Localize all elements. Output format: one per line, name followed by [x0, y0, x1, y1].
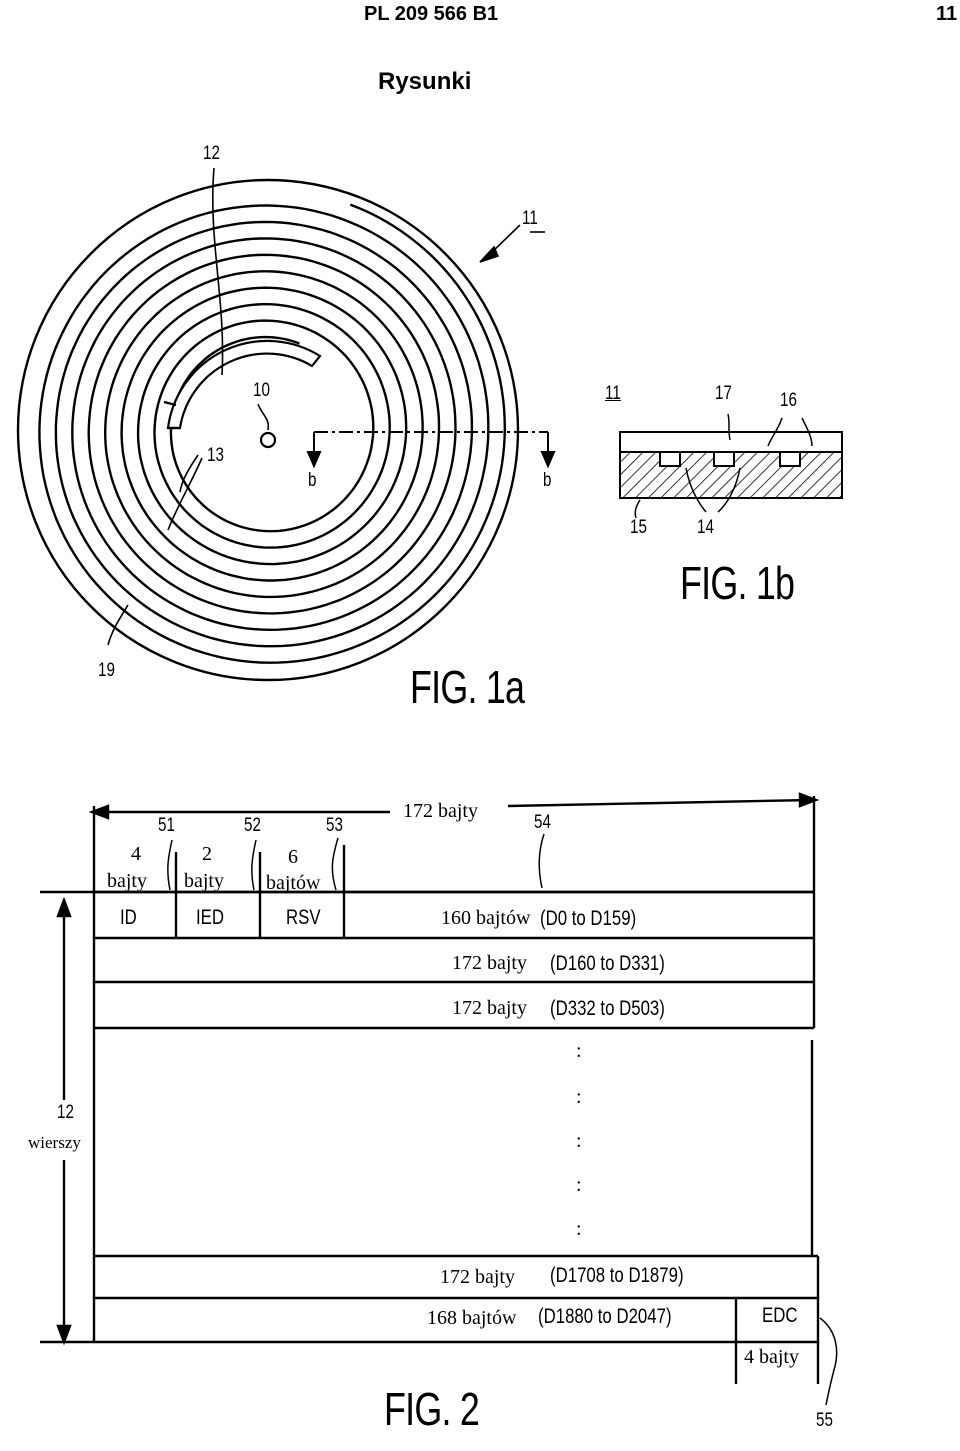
label-17-cover: 17	[715, 383, 732, 404]
row-1-text: 160 bajtów	[441, 907, 531, 929]
fig1-drawing	[16, 167, 843, 682]
row-11-range: (D1708 to D1879)	[550, 1264, 684, 1287]
field-rsv: RSV	[286, 906, 321, 929]
label-15-substrate: 15	[630, 517, 647, 538]
label-51: 51	[158, 815, 175, 836]
dimension-width-label: 172 bajty	[403, 800, 478, 822]
edc-size: 4 bajty	[744, 1346, 799, 1368]
fig1b-cross-section	[619, 413, 843, 519]
label-12-track: 12	[203, 143, 220, 164]
disc-outline	[16, 178, 520, 682]
ellipsis-5: :	[576, 1218, 582, 1240]
ellipsis-2: :	[576, 1086, 582, 1108]
page-number: 11	[936, 3, 958, 25]
fig2-caption: FIG. 2	[384, 1383, 480, 1435]
label-b-right: b	[543, 470, 552, 491]
ied-size-count: 2	[202, 843, 212, 865]
label-11-disc: 11	[522, 208, 538, 229]
row-2-text: 172 bajty	[452, 952, 527, 974]
row-3-text: 172 bajty	[452, 997, 527, 1019]
label-14-pits: 14	[697, 517, 714, 538]
label-b-left: b	[308, 470, 317, 491]
label-55: 55	[816, 1410, 833, 1431]
ellipsis-3: :	[576, 1130, 582, 1152]
label-11-section: 11	[605, 383, 621, 404]
ied-size-unit: bajty	[184, 870, 224, 892]
page-title: Rysunki	[378, 68, 472, 95]
id-size-unit: bajty	[107, 870, 147, 892]
label-19-lead-in: 19	[98, 660, 115, 681]
label-13-sector: 13	[207, 445, 224, 466]
rsv-size-unit: bajtów	[266, 872, 321, 894]
disc-spiral-tracks	[16, 178, 520, 682]
spiral-track	[38, 203, 507, 664]
sector-block	[163, 339, 322, 430]
row-1-range: (D0 to D159)	[540, 907, 637, 930]
document-number: PL 209 566 B1	[364, 3, 499, 25]
fig2-leader-lines	[167, 833, 838, 1406]
rsv-size-count: 6	[288, 846, 298, 868]
fig1b-caption: FIG. 1b	[680, 557, 795, 609]
row-12-range: (D1880 to D2047)	[538, 1305, 672, 1328]
ellipsis-1: :	[576, 1040, 582, 1062]
label-10-hole: 10	[253, 380, 270, 401]
field-edc: EDC	[762, 1304, 798, 1327]
row-3-range: (D332 to D503)	[550, 997, 665, 1020]
row-2-range: (D160 to D331)	[550, 952, 665, 975]
id-size-count: 4	[131, 843, 141, 865]
label-54: 54	[534, 812, 551, 833]
section-line-b-b	[306, 431, 556, 469]
label-16-layer: 16	[780, 390, 797, 411]
ellipsis-4: :	[576, 1174, 582, 1196]
row-count-number: 12	[57, 1102, 74, 1123]
label-53: 53	[326, 815, 343, 836]
row-12-text: 168 bajtów	[427, 1307, 517, 1329]
label-52: 52	[244, 815, 261, 836]
field-ied: IED	[196, 906, 225, 929]
row-11-text: 172 bajty	[440, 1266, 515, 1288]
row-count-unit: wierszy	[28, 1133, 81, 1152]
leader-lines	[107, 167, 545, 646]
fig1a-caption: FIG. 1a	[410, 661, 525, 713]
center-hole	[259, 431, 277, 449]
field-id: ID	[120, 906, 137, 929]
